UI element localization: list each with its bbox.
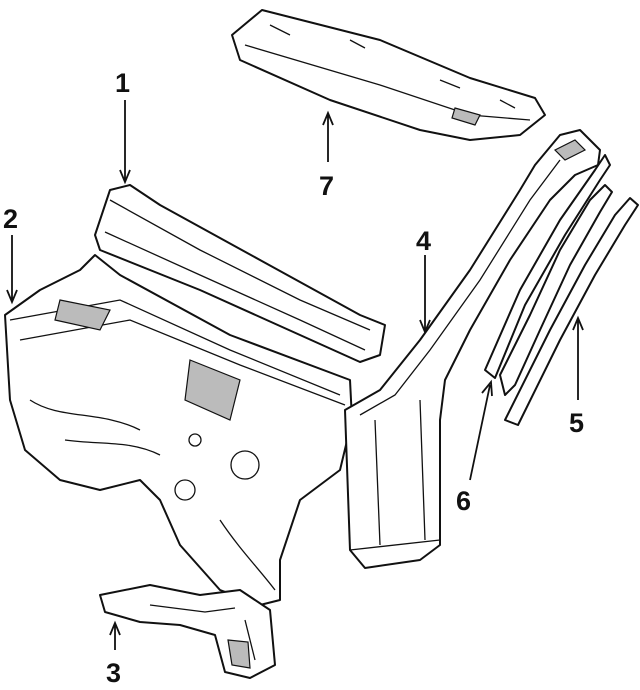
part-7-cowl-panel <box>231 9 546 141</box>
callout-arrows <box>6 100 584 650</box>
callout-2: 2 <box>3 204 18 234</box>
arrow-4 <box>419 255 431 335</box>
part-5-seal <box>499 184 639 426</box>
part-2-dash-panel <box>4 254 353 606</box>
part-6-weatherstrip <box>484 154 611 379</box>
callout-1: 1 <box>115 68 130 98</box>
arrow-6 <box>469 379 493 481</box>
callout-3: 3 <box>106 658 121 688</box>
arrow-5 <box>572 315 584 400</box>
callout-6: 6 <box>456 486 471 516</box>
part-4-pillar <box>344 129 601 569</box>
callout-5: 5 <box>569 408 584 438</box>
part-3-bracket <box>99 584 276 679</box>
callout-4: 4 <box>416 226 431 256</box>
arrow-2 <box>6 235 18 305</box>
callout-7: 7 <box>319 171 334 201</box>
arrow-3 <box>109 620 121 650</box>
part-1-cowl-upper <box>94 184 386 363</box>
arrow-7 <box>322 110 334 162</box>
arrow-1 <box>119 100 131 185</box>
